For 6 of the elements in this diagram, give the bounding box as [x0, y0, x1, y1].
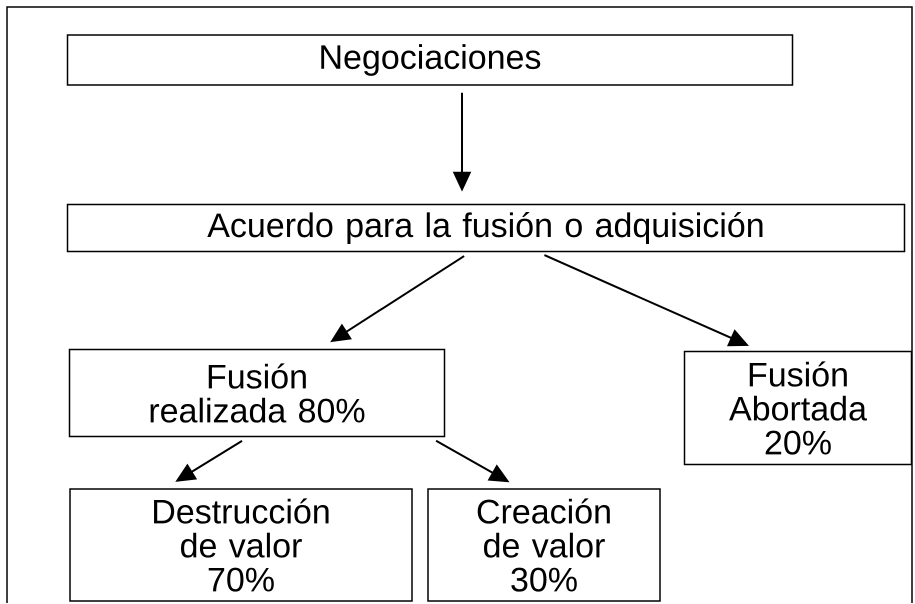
text-box: Fusión realizada 80% [68, 348, 446, 438]
text-box: Acuerdo para la fusión o adquisición [66, 204, 906, 252]
text-box: Negociaciones [66, 34, 794, 86]
text-box: Creación de valor 30% [427, 488, 661, 602]
text-box: Destrucción de valor 70% [69, 488, 413, 602]
text-box: Fusión Abortada 20% [684, 350, 912, 466]
